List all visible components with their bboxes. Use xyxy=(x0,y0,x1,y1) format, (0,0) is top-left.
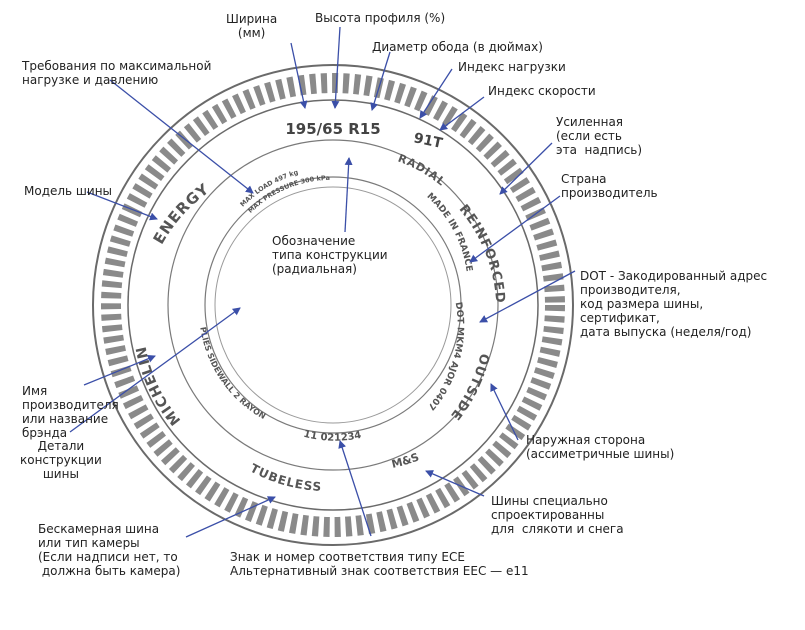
label-construction-details: Детали конструкции шины xyxy=(20,439,102,481)
bead-ring-inner xyxy=(214,186,452,424)
arrow-country xyxy=(469,195,561,263)
arrow-dot xyxy=(479,270,576,323)
arrow-width xyxy=(290,42,308,109)
arrow-manufacturer xyxy=(83,354,156,386)
arrow-max-load xyxy=(109,79,254,194)
arrow-construction xyxy=(69,307,241,433)
arrow-speed xyxy=(439,96,485,131)
label-load-index: Индекс нагрузки xyxy=(458,60,566,74)
label-model: Модель шины xyxy=(24,184,113,198)
tire-load-speed-text: 91T xyxy=(412,130,444,152)
label-dot: DOT - Закодированный адрес производителя… xyxy=(580,269,768,339)
label-manufacturer: Имя производителя или название брэнда xyxy=(22,384,119,440)
arrow-model xyxy=(86,191,158,221)
label-country: Страна производитель xyxy=(561,172,658,200)
arrow-rim xyxy=(370,51,391,111)
label-max-load-pressure: Требования по максимальной нагрузке и да… xyxy=(22,59,212,87)
tire-size-text: 195/65 R15 xyxy=(285,120,380,138)
arrow-ms xyxy=(425,470,485,497)
arrow-outside xyxy=(490,383,519,441)
arrow-tubeless xyxy=(185,496,276,538)
label-reinforced: Усиленная (если есть эта надпись) xyxy=(556,115,643,157)
sidewall-ring xyxy=(167,139,499,471)
label-rim-diameter: Диаметр обода (в дюймах) xyxy=(372,40,543,54)
arrow-radial xyxy=(344,157,353,233)
label-outside: Наружная сторона (ассиметричные шины) xyxy=(526,433,675,461)
tire-outer xyxy=(92,64,574,546)
label-width: Ширина (мм) xyxy=(226,12,278,40)
arrow-ece xyxy=(338,440,372,537)
arrow-reinforced xyxy=(499,142,553,195)
bead-ring-outer xyxy=(204,176,462,434)
label-ms: Шины специально спроектированны для сляк… xyxy=(491,494,624,536)
tread-inner-edge xyxy=(127,99,539,511)
arrow-profile xyxy=(331,26,341,109)
label-speed-index: Индекс скорости xyxy=(488,84,596,98)
arrow-load xyxy=(419,68,453,119)
tire-tread xyxy=(101,73,565,537)
label-ece: Знак и номер соответствия типу ECE Альте… xyxy=(230,550,529,578)
label-profile-height: Высота профиля (%) xyxy=(315,11,446,25)
label-construction-type: Обозначение типа конструкции (радиальная… xyxy=(272,234,388,276)
tire-ece-text: 11 021234 xyxy=(302,429,362,444)
label-tubeless: Бескамерная шина или тип камеры (Если на… xyxy=(38,522,181,578)
